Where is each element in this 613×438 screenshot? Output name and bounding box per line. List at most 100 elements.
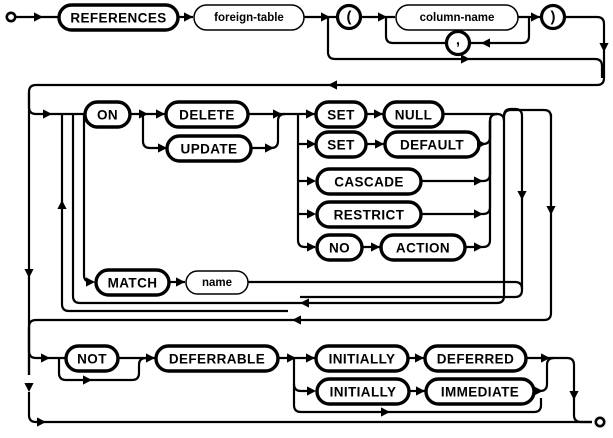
rparen-label: ) [551, 9, 556, 26]
node-update[interactable]: UPDATE [165, 134, 253, 163]
rail-branch-to-update [141, 114, 165, 150]
arrow-icon [57, 200, 67, 209]
rail-not-bypass [57, 356, 147, 382]
set-null-set-label: SET [327, 108, 355, 123]
restrict-label: RESTRICT [334, 208, 405, 223]
rail-row2-entry [27, 92, 84, 116]
node-deferred[interactable]: DEFERRED [423, 344, 528, 373]
arrow-icon [156, 109, 165, 119]
node-initially-deferred[interactable]: INITIALLY [314, 344, 410, 373]
rail-comma-loop-right [470, 17, 531, 45]
node-set-null[interactable]: SET [314, 100, 368, 129]
deferrable-label: DEFERRABLE [169, 352, 265, 367]
rail-update-merge [251, 112, 286, 150]
arrow-icon [307, 176, 316, 186]
end-marker-icon [594, 416, 606, 428]
arrow-icon [146, 353, 155, 363]
arrow-icon [265, 143, 274, 153]
node-null[interactable]: NULL [382, 100, 445, 129]
node-name[interactable]: name [185, 270, 249, 295]
arrow-icon [531, 12, 540, 22]
update-label: UPDATE [181, 142, 238, 157]
node-initially-immediate[interactable]: INITIALLY [315, 377, 411, 406]
initially-deferred-initially-label: INITIALLY [329, 352, 396, 367]
node-comma[interactable]: , [444, 29, 472, 57]
node-rparen[interactable]: ) [539, 3, 567, 31]
node-set-default[interactable]: SET [314, 130, 368, 159]
node-action[interactable]: ACTION [379, 233, 467, 262]
rail-row3-exit [556, 356, 592, 424]
rail-row2-repeat-return [60, 114, 288, 313]
initially-immediate-initially-label: INITIALLY [330, 385, 397, 400]
action-label: ACTION [396, 241, 450, 256]
arrow-icon [416, 386, 425, 396]
arrow-icon [374, 109, 383, 119]
node-restrict[interactable]: RESTRICT [315, 200, 423, 229]
rail-name-merge [248, 280, 524, 290]
rail-action-merge [465, 121, 492, 249]
arrow-icon [43, 109, 52, 119]
immediate-label: IMMEDIATE [441, 385, 519, 400]
node-column-name[interactable]: column-name [395, 4, 519, 31]
node-default[interactable]: DEFAULT [383, 130, 481, 159]
match-label: MATCH [108, 276, 158, 291]
null-label: NULL [395, 108, 433, 123]
node-foreign-table[interactable]: foreign-table [193, 4, 305, 31]
node-lparen[interactable]: ( [335, 3, 363, 31]
deferred-label: DEFERRED [437, 352, 514, 367]
rail-comma-loop-left [384, 17, 446, 45]
rail-column-list-bypass [326, 17, 595, 61]
on-label: ON [97, 108, 118, 123]
arrow-icon [292, 315, 301, 325]
node-delete[interactable]: DELETE [164, 100, 250, 129]
rail-initially-bypass [292, 358, 378, 414]
rail-deferrable-clause-bypass [27, 392, 592, 424]
name-label: name [202, 277, 232, 289]
arrow-icon [306, 109, 315, 119]
arrow-icon [371, 242, 380, 252]
set-default-set-label: SET [327, 138, 355, 153]
arrow-icon [41, 353, 50, 363]
arrow-icon [300, 298, 309, 308]
rail-row3-entry [27, 327, 72, 360]
node-cascade[interactable]: CASCADE [315, 167, 423, 196]
comma-circle [444, 29, 472, 57]
arrow-icon [375, 139, 384, 149]
node-no[interactable]: NO [315, 233, 364, 262]
default-label: DEFAULT [400, 138, 464, 153]
start-marker-icon [5, 11, 17, 23]
node-deferrable[interactable]: DEFERRABLE [154, 344, 280, 373]
arrow-icon [461, 54, 470, 64]
rail-row2-loop-back-b [502, 107, 524, 290]
rail-row2-loop-back-a [288, 112, 506, 305]
rail-default-merge [479, 112, 498, 146]
arrow-icon [481, 38, 490, 48]
arrow-icon [517, 191, 527, 200]
no-label: NO [329, 241, 350, 256]
rail-row2-to-row3-wrap [27, 213, 553, 375]
node-match[interactable]: MATCH [94, 268, 171, 297]
arrow-icon [184, 12, 193, 22]
arrow-icon [534, 386, 543, 396]
arrow-icon [307, 242, 316, 252]
arrow-icon [24, 269, 34, 278]
rail-initially-bypass-join [378, 398, 543, 414]
rail-fan-initially-immediate [292, 383, 308, 393]
arrow-icon [477, 139, 486, 149]
not-label: NOT [77, 352, 107, 367]
lparen-label: ( [347, 9, 352, 26]
row-3-deferrable: NOT DEFERRABLE INITIALLY DEFERRED [24, 327, 606, 428]
rail-bypass-join [594, 57, 604, 78]
node-on[interactable]: ON [83, 100, 132, 129]
arrow-icon [83, 375, 92, 385]
arrow-icon [24, 383, 34, 392]
node-references[interactable]: REFERENCES [57, 3, 180, 32]
node-not[interactable]: NOT [64, 344, 120, 373]
node-immediate[interactable]: IMMEDIATE [424, 377, 536, 406]
arrow-icon [599, 43, 609, 52]
row-2-referential-actions: ON DELETE UPDATE [27, 92, 556, 375]
arrow-icon [328, 80, 337, 90]
arrow-icon [307, 386, 316, 396]
